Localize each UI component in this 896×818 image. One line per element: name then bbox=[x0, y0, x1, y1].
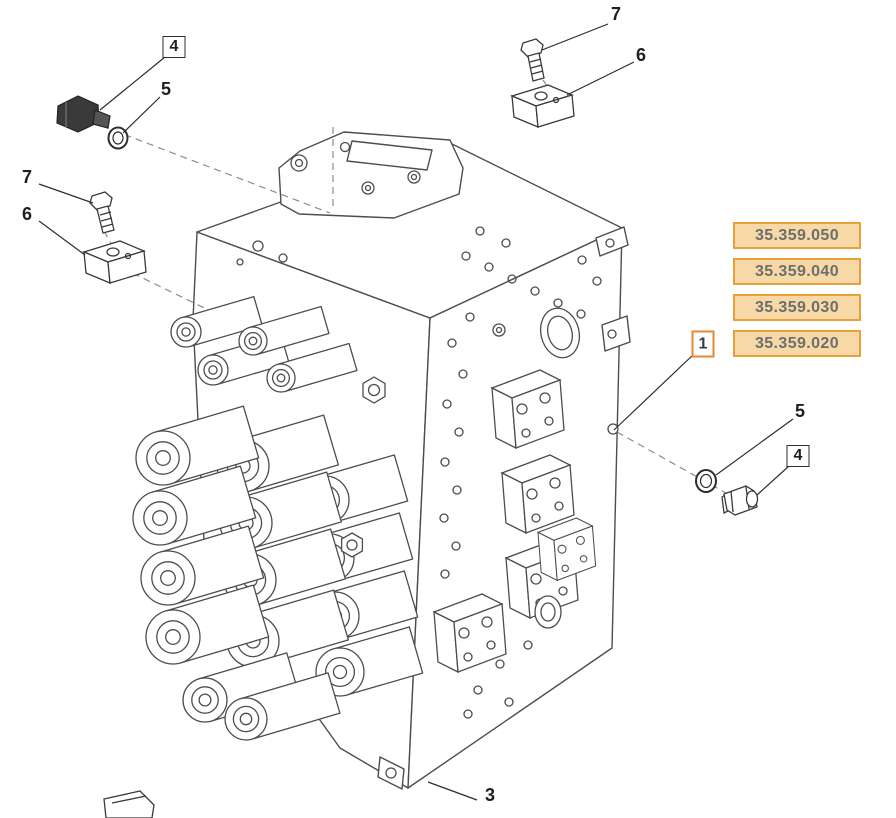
bolt-part-7-top-right bbox=[520, 38, 545, 82]
spacer-part-6-left bbox=[82, 240, 147, 285]
hex-fittings bbox=[340, 376, 386, 558]
callout-3-bottom: 3 bbox=[484, 785, 496, 805]
plug-part-4-top-left bbox=[56, 95, 111, 133]
bolt-part-7-left bbox=[89, 191, 115, 234]
loose-parts bbox=[56, 38, 759, 818]
ref-code-35-359-030[interactable]: 35.359.030 bbox=[733, 294, 861, 321]
o-ring-part-5-top-left bbox=[107, 126, 129, 150]
callout-leader-lines bbox=[38, 23, 794, 801]
callout-5-top-left: 5 bbox=[160, 79, 172, 99]
spacer-part-6-top-right bbox=[510, 84, 575, 129]
solenoid-cylinder-bank bbox=[132, 295, 424, 741]
ref-code-35-359-020[interactable]: 35.359.020 bbox=[733, 330, 861, 357]
pilot-valve-blocks bbox=[433, 369, 597, 673]
bottom-part-fragment bbox=[103, 790, 155, 818]
plug-part-4-right bbox=[721, 485, 759, 516]
o-ring-part-5-right bbox=[695, 469, 717, 493]
callout-7-top-right: 7 bbox=[610, 4, 622, 24]
callout-6-top-right: 6 bbox=[635, 45, 647, 65]
block-details bbox=[236, 141, 617, 779]
item-1-badge[interactable]: 1 bbox=[691, 330, 715, 358]
ref-code-35-359-050[interactable]: 35.359.050 bbox=[733, 222, 861, 249]
callout-4-top-left[interactable]: 4 bbox=[162, 36, 186, 58]
callout-7-left: 7 bbox=[21, 167, 33, 187]
callout-4-right[interactable]: 4 bbox=[786, 445, 810, 467]
callout-5-right: 5 bbox=[794, 401, 806, 421]
ref-code-35-359-040[interactable]: 35.359.040 bbox=[733, 258, 861, 285]
callout-6-left: 6 bbox=[21, 204, 33, 224]
